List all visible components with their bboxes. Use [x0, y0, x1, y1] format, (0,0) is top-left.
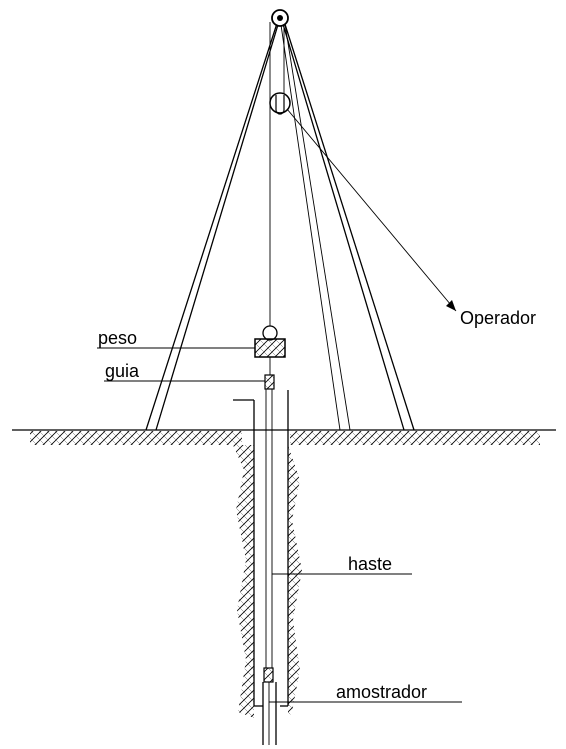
lower-pulley	[269, 92, 291, 115]
weight	[254, 325, 286, 375]
haste-label: haste	[348, 554, 392, 574]
rod	[265, 389, 273, 668]
amostrador-label: amostrador	[336, 682, 427, 702]
tripod-left-leg-inner	[155, 17, 281, 431]
tripod-left-leg-outer	[145, 13, 281, 431]
guide	[264, 374, 275, 390]
operador-label: Operador	[460, 308, 536, 328]
top-pulley	[271, 9, 289, 27]
peso-label: peso	[98, 328, 137, 348]
operator-rope	[286, 108, 457, 312]
sampler	[262, 667, 277, 745]
operator-arrow	[446, 300, 456, 311]
tripod-right-leg-outer	[279, 13, 405, 431]
tripod-back-leg-b	[283, 17, 351, 431]
tripod-back-leg-a	[279, 17, 341, 431]
tripod-right-leg-inner	[282, 17, 415, 431]
ground-hatching	[30, 431, 540, 445]
borehole	[233, 390, 302, 718]
tripod	[145, 13, 415, 431]
guia-label: guia	[105, 361, 140, 381]
